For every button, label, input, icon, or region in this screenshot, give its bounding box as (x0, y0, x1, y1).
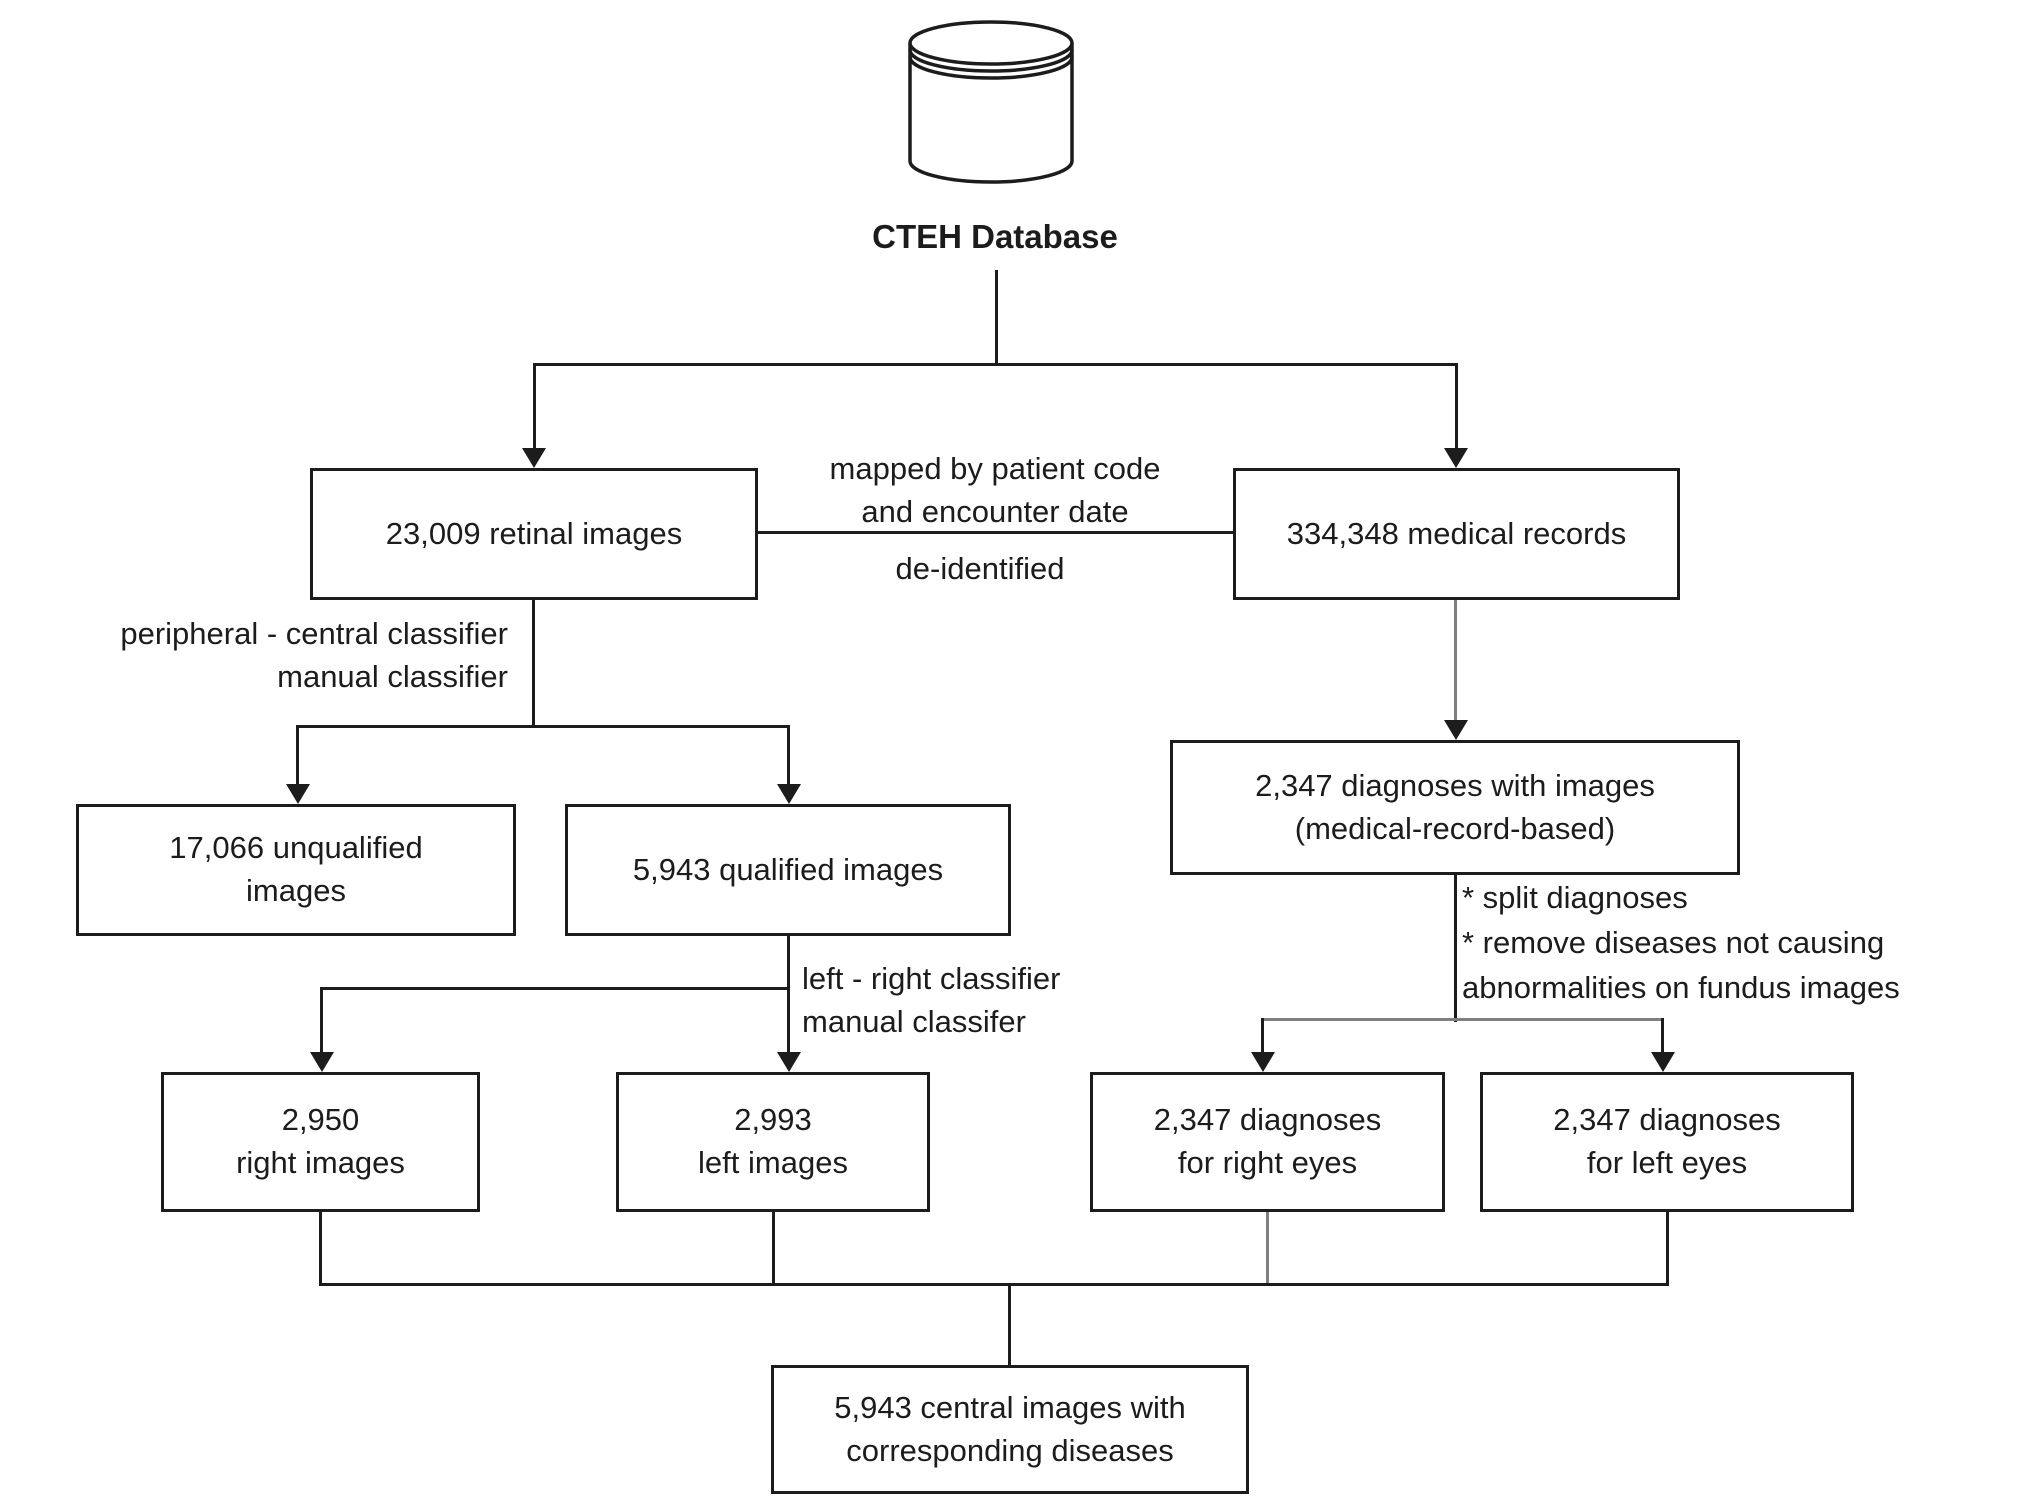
arrowhead-left-eyes (1651, 1052, 1675, 1072)
edge-mapping-connector (758, 531, 1233, 534)
database-title: CTEH Database (872, 218, 1118, 255)
node-central-images-label: 5,943 central images with corresponding … (834, 1389, 1186, 1468)
edge-to-right-images (320, 987, 323, 1055)
arrowhead-left-images (777, 1052, 801, 1072)
node-diagnoses-right-eyes-label: 2,347 diagnoses for right eyes (1153, 1102, 1382, 1180)
edge-right-images-down (319, 1212, 322, 1286)
node-diagnoses-left-eyes: 2,347 diagnoses for left eyes (1480, 1072, 1854, 1212)
edge-records-to-diagnoses (1454, 600, 1457, 722)
edge-retinal-down (532, 600, 535, 728)
edge-to-left-eyes (1661, 1018, 1664, 1055)
node-left-images-label: 2,993 left images (698, 1102, 848, 1180)
node-medical-records-label: 334,348 medical records (1286, 515, 1627, 551)
node-unqualified-images-label: 17,066 unqualified images (169, 830, 423, 908)
node-right-images-label: 2,950 right images (236, 1102, 405, 1180)
node-retinal-images: 23,009 retinal images (310, 468, 758, 600)
edge-left-images-down (772, 1212, 775, 1286)
edge-to-unqualified (296, 725, 299, 787)
arrowhead-right-images (310, 1052, 334, 1072)
node-diagnoses-with-images: 2,347 diagnoses with images (medical-rec… (1170, 740, 1740, 875)
edge-to-medical-records (1455, 363, 1458, 450)
node-qualified-images: 5,943 qualified images (565, 804, 1011, 936)
edge-to-retinal-images (533, 363, 536, 450)
arrowhead-qualified (777, 784, 801, 804)
edge-db-to-split (995, 270, 998, 366)
edge-to-qualified (787, 725, 790, 787)
node-qualified-images-label: 5,943 qualified images (632, 851, 944, 887)
edge-label-peripheral-central-classifier: peripheral - central classifier manual c… (120, 616, 508, 695)
arrowhead-right-eyes (1251, 1052, 1275, 1072)
edge-convergence-horizontal (319, 1283, 1669, 1286)
edge-left-eyes-down (1666, 1212, 1669, 1286)
node-central-images: 5,943 central images with corresponding … (771, 1365, 1249, 1494)
database-cylinder-icon (908, 20, 1074, 184)
edge-label-split-notes: * split diagnoses * remove diseases not … (1462, 880, 1900, 1005)
edge-qualify-split-horizontal (296, 725, 790, 728)
edge-label-left-right-classifier: left - right classifier manual classifer (802, 961, 1061, 1040)
edge-top-split-horizontal (533, 363, 1458, 366)
edge-to-central-images (1008, 1283, 1011, 1365)
edge-to-right-eyes (1261, 1018, 1264, 1055)
node-medical-records: 334,348 medical records (1233, 468, 1680, 600)
node-left-images: 2,993 left images (616, 1072, 930, 1212)
node-right-images: 2,950 right images (161, 1072, 480, 1212)
node-unqualified-images: 17,066 unqualified images (76, 804, 516, 936)
edge-eyes-split-horizontal (1261, 1018, 1664, 1021)
edge-leftright-split-horizontal (320, 987, 790, 990)
edge-label-mapping: mapped by patient code and encounter dat… (829, 451, 1161, 530)
edge-right-eyes-down (1266, 1212, 1269, 1286)
node-retinal-images-label: 23,009 retinal images (385, 515, 683, 551)
edge-to-left-images (787, 987, 790, 1055)
node-diagnoses-right-eyes: 2,347 diagnoses for right eyes (1090, 1072, 1445, 1212)
arrowhead-diagnoses (1444, 720, 1468, 740)
arrowhead-retinal-images (522, 448, 546, 468)
edge-qualified-down (787, 936, 790, 990)
arrowhead-medical-records (1444, 448, 1468, 468)
edge-label-deidentified: de-identified (895, 551, 1065, 586)
edge-diagnoses-down (1454, 875, 1457, 1022)
node-diagnoses-with-images-label: 2,347 diagnoses with images (medical-rec… (1255, 767, 1655, 846)
node-diagnoses-left-eyes-label: 2,347 diagnoses for left eyes (1553, 1102, 1781, 1180)
arrowhead-unqualified (286, 784, 310, 804)
